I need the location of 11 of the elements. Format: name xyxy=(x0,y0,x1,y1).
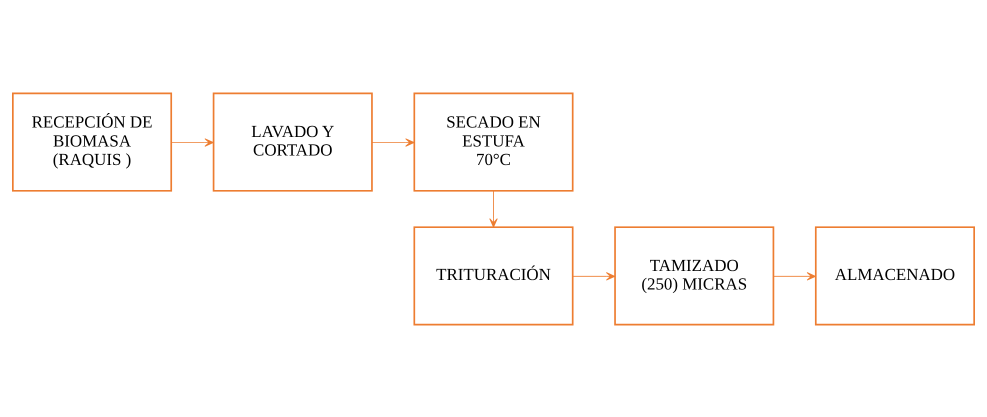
node-box: TRITURACIÓN xyxy=(413,226,574,325)
node-box: LAVADO Y CORTADO xyxy=(212,92,373,192)
arrow xyxy=(489,190,498,227)
arrow xyxy=(572,272,616,280)
node-box: ALMACENADO xyxy=(814,226,975,325)
arrow xyxy=(372,138,415,146)
node-box: TAMIZADO (250) MICRAS xyxy=(614,226,774,325)
arrow xyxy=(773,272,816,280)
node-box: RECEPCIÓN DE BIOMASA (RAQUIS ) xyxy=(12,92,172,192)
node-box: SECADO EN ESTUFA 70°C xyxy=(413,92,574,192)
arrow xyxy=(170,138,214,146)
